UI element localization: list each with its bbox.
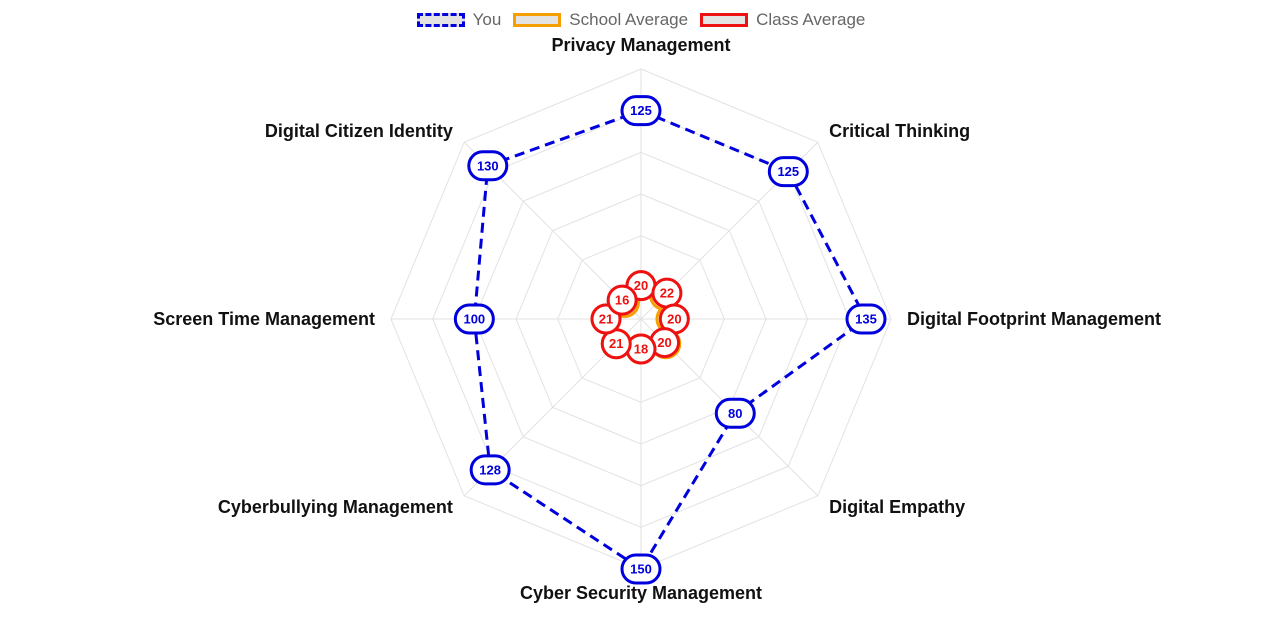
point-label-class-average-digital-empathy: 20 bbox=[657, 335, 671, 350]
point-label-you-cyberbullying-management: 128 bbox=[479, 462, 501, 477]
point-label-class-average-cyberbullying-management: 21 bbox=[609, 336, 623, 351]
point-you-cyberbullying-management bbox=[469, 454, 511, 486]
chart-legend: You School Average Class Average bbox=[0, 8, 1282, 32]
point-class-average-digital-citizen-identity bbox=[606, 284, 638, 316]
axis-label-privacy-management: Privacy Management bbox=[551, 35, 730, 55]
legend-item-school-average[interactable]: School Average bbox=[513, 8, 688, 32]
point-you-digital-footprint-management bbox=[845, 303, 887, 335]
point-label-you-screen-time-management: 100 bbox=[463, 312, 485, 327]
legend-label-school-average: School Average bbox=[569, 10, 689, 29]
axis-label-cyber-security-management: Cyber Security Management bbox=[520, 583, 762, 603]
axis-label-cyberbullying-management: Cyberbullying Management bbox=[218, 497, 453, 517]
legend-item-class-average[interactable]: Class Average bbox=[700, 8, 865, 32]
point-label-you-digital-citizen-identity: 130 bbox=[477, 158, 499, 173]
axis-label-digital-footprint-management: Digital Footprint Management bbox=[907, 309, 1161, 329]
axis-label-digital-citizen-identity: Digital Citizen Identity bbox=[265, 121, 453, 141]
point-you-digital-citizen-identity bbox=[467, 150, 509, 182]
legend-swatch-class-average bbox=[700, 13, 749, 27]
point-label-you-privacy-management: 125 bbox=[630, 103, 652, 118]
point-label-class-average-digital-citizen-identity: 16 bbox=[615, 293, 629, 308]
point-you-digital-empathy bbox=[714, 397, 756, 429]
point-label-you-digital-empathy: 80 bbox=[728, 406, 742, 421]
point-label-you-critical-thinking: 125 bbox=[777, 164, 799, 179]
point-label-class-average-privacy-management: 20 bbox=[634, 278, 648, 293]
point-label-you-cyber-security-management: 150 bbox=[630, 562, 652, 577]
point-label-class-average-cyber-security-management: 18 bbox=[634, 342, 648, 357]
axis-label-critical-thinking: Critical Thinking bbox=[829, 121, 970, 141]
point-label-you-digital-footprint-management: 135 bbox=[855, 312, 877, 327]
point-label-class-average-digital-footprint-management: 20 bbox=[667, 312, 681, 327]
legend-label-class-average: Class Average bbox=[756, 10, 866, 29]
legend-label-you: You bbox=[472, 10, 502, 29]
series-line-you bbox=[472, 109, 868, 572]
point-label-class-average-critical-thinking: 22 bbox=[660, 286, 674, 301]
point-label-class-average-screen-time-management: 21 bbox=[599, 312, 613, 327]
axis-label-screen-time-management: Screen Time Management bbox=[153, 309, 375, 329]
axis-label-digital-empathy: Digital Empathy bbox=[829, 497, 965, 517]
point-you-screen-time-management bbox=[453, 303, 495, 335]
legend-item-you[interactable]: You bbox=[416, 8, 502, 32]
point-you-cyber-security-management bbox=[620, 553, 662, 585]
point-you-privacy-management bbox=[620, 95, 662, 127]
point-you-critical-thinking bbox=[767, 156, 809, 188]
legend-swatch-you bbox=[416, 13, 465, 27]
legend-swatch-school-average bbox=[513, 13, 562, 27]
